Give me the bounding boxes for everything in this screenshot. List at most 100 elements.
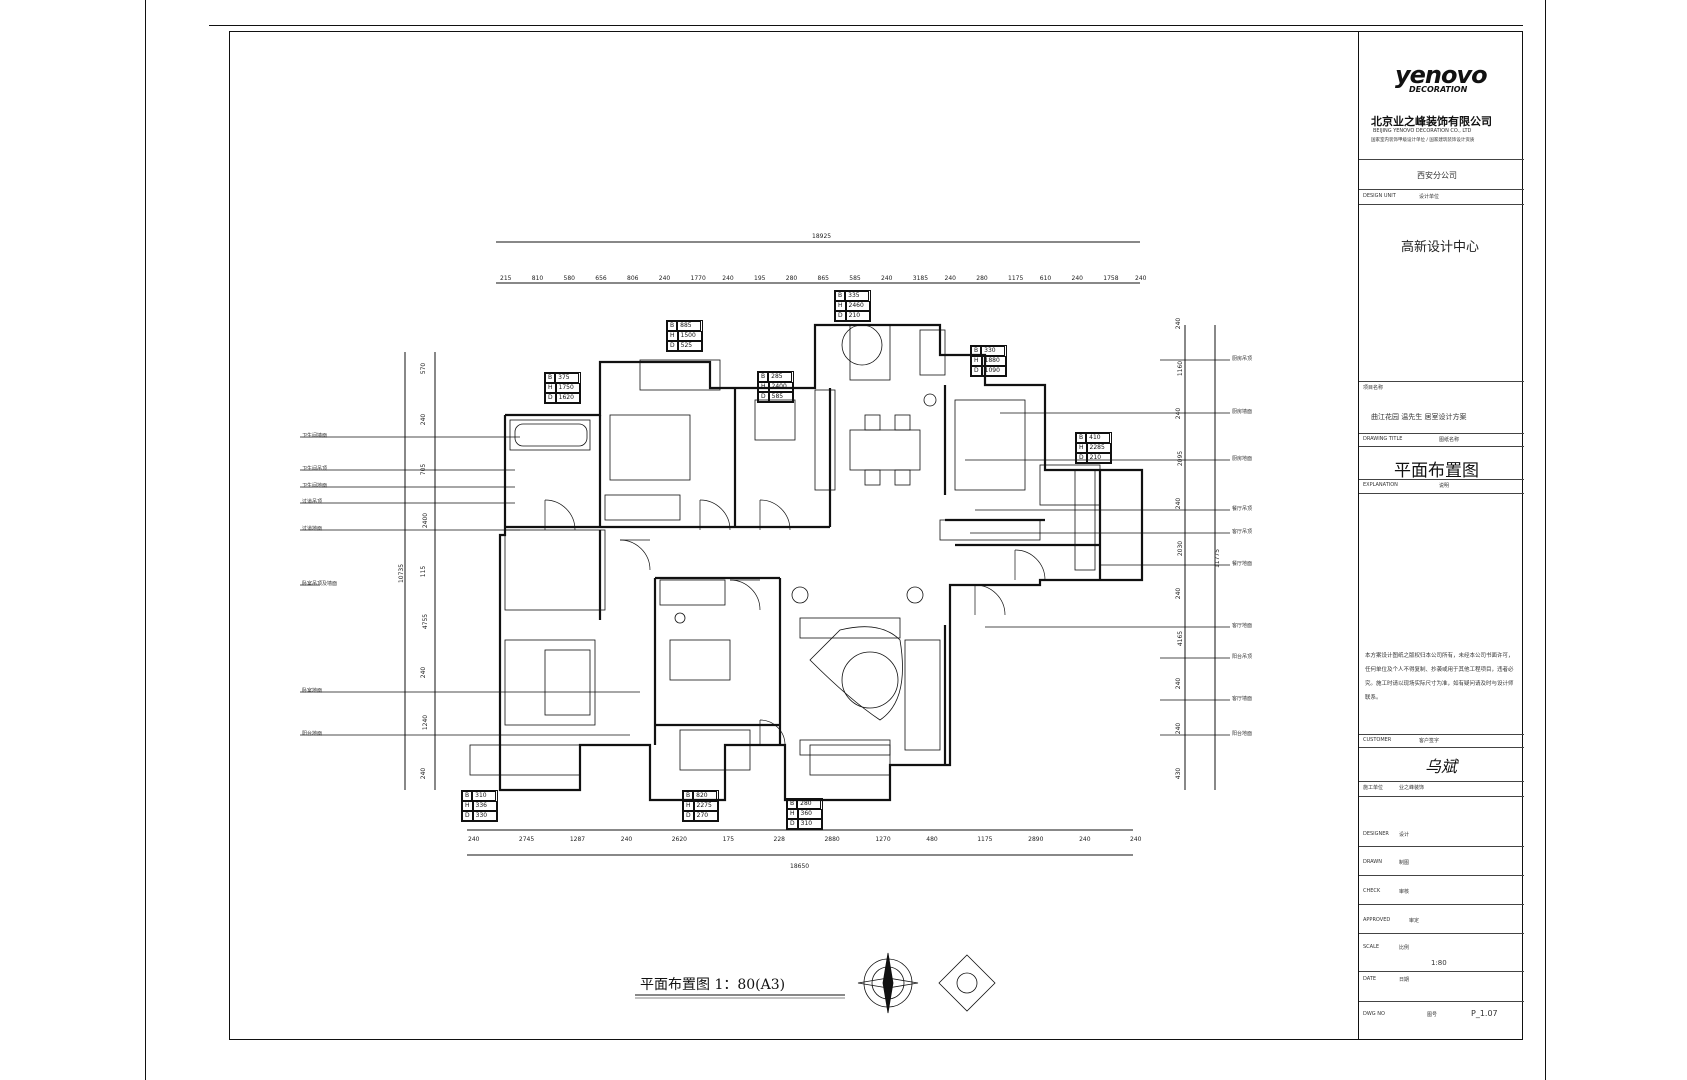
top-dim: 240 [1135,275,1147,282]
walls [498,323,1144,802]
right-dim: 2095 [1177,450,1185,467]
dwg-value: 图号 [1427,1012,1438,1018]
title-block: yenovo DECORATION 北京业之峰装饰有限公司 BEIJING YE… [1358,31,1524,1040]
bhd-value: 1750 [555,383,580,393]
scale: 1:80 [1431,959,1447,967]
material-tag-right: 客厅墙面 [1232,696,1253,702]
top-dim: 580 [563,275,575,282]
bhd-value: 330 [472,811,497,821]
bottom-dim: 480 [926,836,938,843]
material-tag-right: 客厅吊顶 [1232,529,1253,535]
sofa-top [639,359,721,391]
right-dim: 240 [1175,587,1183,600]
construction-value: 业之峰装饰 [1399,785,1425,791]
bhd-value: 210 [845,311,870,321]
bottom-dim: 2890 [1028,836,1044,843]
top-dim: 280 [976,275,988,282]
check-value: 审核 [1399,889,1410,895]
design-unit-label: DESIGN UNIT [1363,193,1396,199]
bhd-value: 410 [1086,433,1111,443]
explanation-value: 说明 [1439,483,1450,489]
bhd-key: B [787,799,798,809]
left-dim: 1240 [422,715,430,731]
bottom-dim: 1270 [875,836,891,843]
bhd-key: H [835,301,846,311]
bottom-dim: 1287 [569,836,586,843]
bhd-value: 330 [981,346,1006,356]
top-dim: 240 [722,275,734,282]
bhd-key: B [462,791,473,801]
bhd-value: 310 [797,819,822,829]
right-dim: 2030 [1177,540,1185,557]
bhd-value: 310 [472,791,497,801]
fridge [919,329,946,376]
plant [841,324,883,366]
scale-value: 比例 [1399,945,1410,951]
bhd-key: D [545,393,556,403]
drawing-title-value: 图纸名称 [1439,437,1460,443]
bed-master [609,414,691,481]
balcony-right [809,744,891,776]
material-tag-right: 阳台地面 [1232,731,1253,737]
bhd-value: 1500 [677,331,702,341]
bhd-value: 585 [768,392,793,402]
top-dim: 806 [627,275,639,282]
coffee-table [841,651,899,709]
material-tag-right: 餐厅地面 [1232,561,1253,567]
bhd-value: 2275 [693,801,718,811]
bhd-value: 210 [1086,453,1111,463]
bottom-dim: 228 [773,836,785,843]
date-value: 日期 [1399,977,1410,983]
compass-rose [857,952,919,1014]
bhd-key: H [971,356,982,366]
material-tag-left: 卧室吊顶及墙面 [302,581,338,587]
top-dim: 656 [595,275,607,282]
bottom-dim: 175 [722,836,735,843]
bhd-key: H [787,809,798,819]
top-dim: 280 [785,275,798,282]
leaders-left [300,436,640,736]
drawing-title: 平面布置图 [1394,461,1479,481]
material-tag-right: 阳台吊顶 [1232,654,1253,660]
bottom-total-dim: 18650 [790,863,810,870]
bottom-dim: 2620 [671,836,687,843]
bhd-key: D [667,341,678,351]
bhd-value: 820 [693,791,718,801]
stove [1039,464,1101,506]
construction-label: 施工单位 [1363,785,1384,791]
bhd-value: 285 [768,372,793,382]
drawing-title-label: DRAWING TITLE [1363,436,1403,442]
company-en: BEIJING YENOVO DECORATION CO., LTD [1373,128,1472,134]
designer-label: DESIGNER [1363,831,1389,837]
scale-label: SCALE [1363,944,1380,950]
top-dim: 240 [944,275,956,282]
top-dim: 240 [881,275,893,282]
drawing-sheet [229,31,1523,1040]
signature: 乌斌 [1425,757,1458,776]
design-center: 高新设计中心 [1401,240,1480,255]
top-dim: 240 [658,275,671,282]
top-dim: 585 [849,275,861,282]
left-dim: 240 [420,666,428,678]
customer-value: 客户签字 [1419,738,1440,744]
plan-caption: 平面布置图 1：80(A3) [640,977,786,993]
material-tag-right: 厨房地面 [1232,456,1253,462]
top-dim: 610 [1039,275,1052,282]
bhd-value: 270 [693,811,718,821]
material-tag-left: 卫生间地面 [302,483,328,489]
branch: 西安分公司 [1417,171,1457,180]
material-tag-left: 过道吊顶 [302,499,323,505]
bhd-key: B [683,791,694,801]
bhd-value: 2285 [1086,443,1111,453]
kitchen-island [954,399,1026,491]
right-dim: 240 [1175,317,1183,330]
bhd-key: D [835,311,846,321]
right-dim: 4165 [1177,630,1185,647]
balcony-planter [469,744,581,776]
material-tag-left: 卫生间墙面 [302,433,328,439]
top-dim: 195 [754,275,766,282]
bhd-key: H [462,801,473,811]
bhd-key: H [1076,443,1087,453]
